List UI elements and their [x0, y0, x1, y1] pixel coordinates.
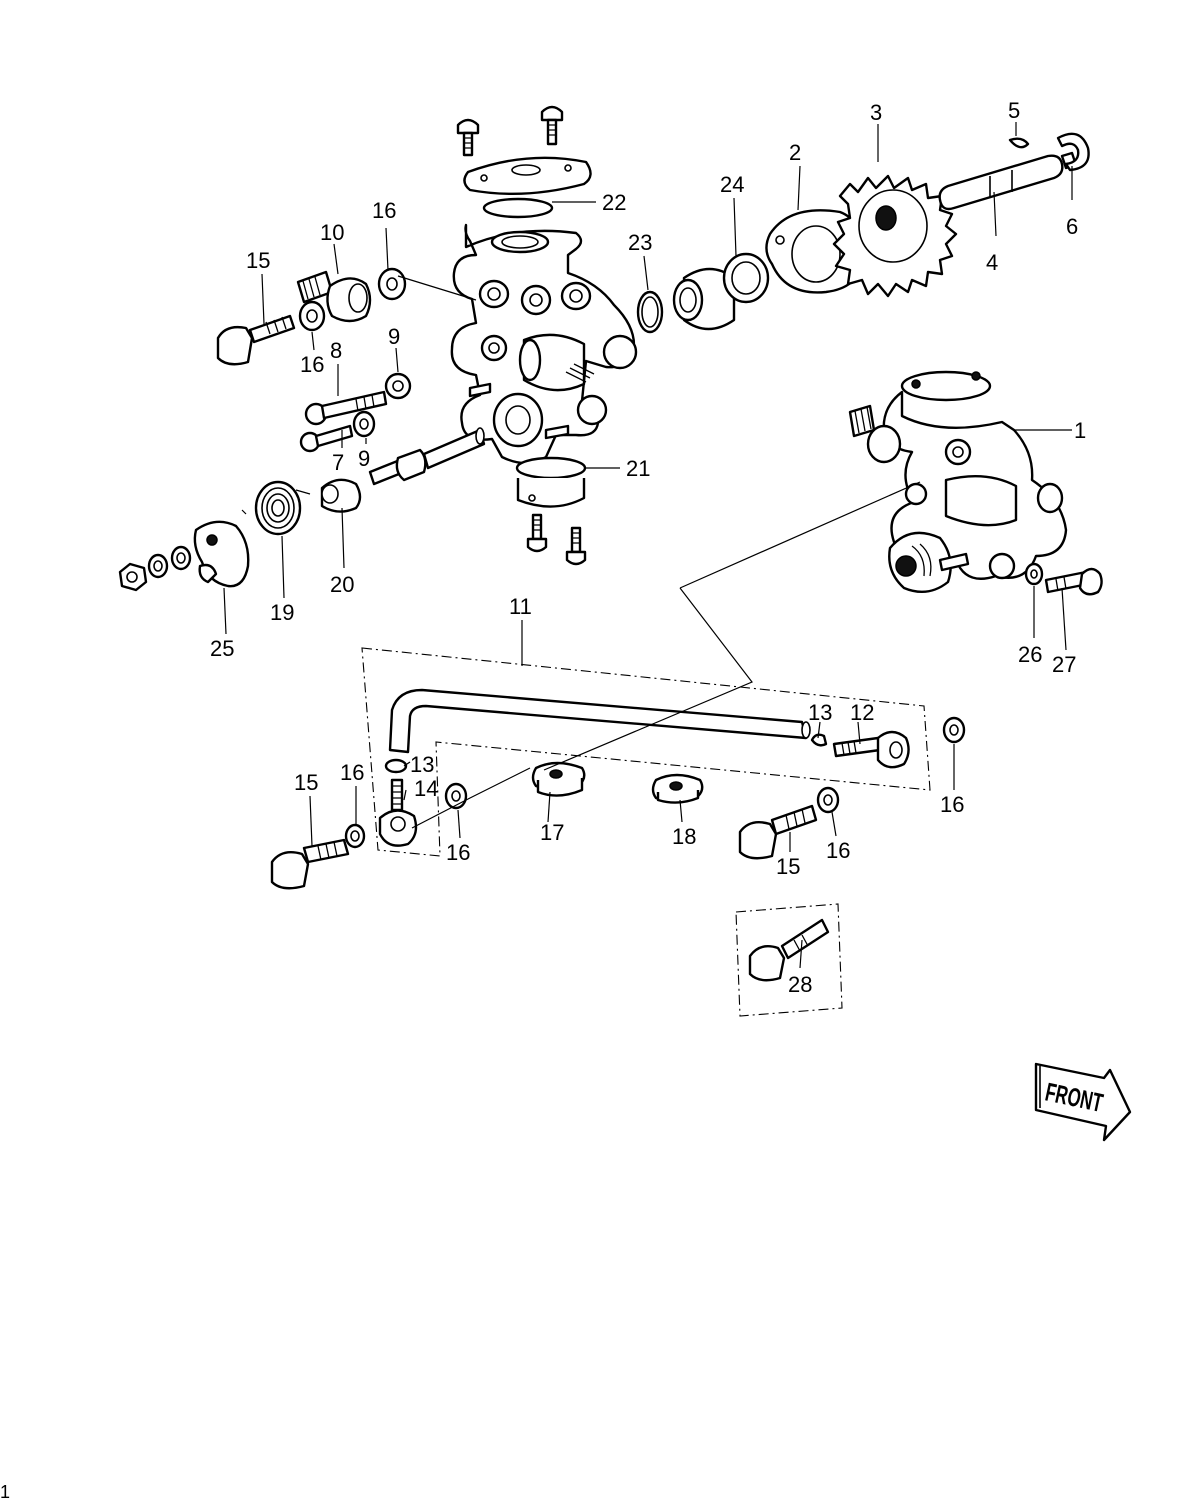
- callout-16-f: 16: [826, 838, 850, 863]
- nut-25: [118, 562, 148, 592]
- callout-26: 26: [1018, 642, 1042, 667]
- front-direction-arrow: FRONT: [1034, 1062, 1132, 1142]
- callout-27: 27: [1052, 652, 1076, 677]
- callout-21: 21: [626, 456, 650, 481]
- gasket-2: [765, 209, 864, 294]
- oil-seal-24: [672, 252, 770, 331]
- callout-15-right: 15: [776, 854, 800, 879]
- oil-hose-11: [388, 688, 811, 754]
- leader-lines: [223, 122, 1073, 969]
- callout-22: 22: [602, 190, 626, 215]
- callout-16-c: 16: [340, 760, 364, 785]
- callout-13-right: 13: [808, 700, 832, 725]
- callout-13-left: 13: [410, 752, 434, 777]
- banjo-fitting-14: [378, 778, 418, 847]
- bolt-15-left: [270, 838, 350, 890]
- pump-plunger-shaft: [368, 427, 486, 486]
- hose-kit-frame: [361, 647, 931, 857]
- banjo-fitting-12: [832, 730, 910, 769]
- bolt-15-right: [738, 804, 818, 860]
- bolt-8: [304, 390, 388, 426]
- callout-24: 24: [720, 172, 744, 197]
- bottom-screw-right: [565, 526, 587, 566]
- oil-pump-body: [450, 223, 638, 465]
- oil-pump-assembly-1: [848, 370, 1068, 594]
- callout-15-top: 15: [246, 248, 270, 273]
- top-screw-right: [540, 105, 564, 146]
- gear-3: [832, 174, 958, 298]
- spring-19: [241, 480, 311, 536]
- callout-5: 5: [1008, 98, 1020, 123]
- clip-13-right: [810, 733, 828, 747]
- callout-11: 11: [509, 594, 532, 619]
- callout-3: 3: [870, 100, 882, 125]
- callout-28: 28: [788, 972, 812, 997]
- circlip-6: [1056, 132, 1090, 172]
- callout-2: 2: [789, 140, 801, 165]
- callout-8: 8: [330, 338, 342, 363]
- bolt-27: [1044, 567, 1103, 596]
- pin-5: [1008, 137, 1030, 149]
- callout-16-d: 16: [446, 840, 470, 865]
- callout-6: 6: [1066, 214, 1078, 239]
- pump-cover-plate: [463, 156, 592, 196]
- callout-10: 10: [320, 220, 344, 245]
- o-ring-22: [482, 197, 554, 219]
- callout-17: 17: [540, 820, 564, 845]
- callout-19: 19: [270, 600, 294, 625]
- clamp-21: [515, 456, 587, 508]
- plate-17: [531, 761, 586, 797]
- callout-7: 7: [332, 450, 344, 475]
- callout-14: 14: [414, 776, 438, 801]
- callout-16-b: 16: [300, 352, 324, 377]
- callout-15-left: 15: [294, 770, 318, 795]
- callout-9b: 9: [358, 446, 370, 471]
- bolt-28: [748, 918, 830, 982]
- bolt-28-frame: [735, 903, 843, 1017]
- collar-20: [320, 478, 362, 513]
- callout-9a: 9: [388, 324, 400, 349]
- bolt-15-top: [216, 314, 296, 366]
- bottom-screw-left: [526, 513, 548, 553]
- callout-1: 1: [1074, 418, 1086, 443]
- callout-16-a: 16: [372, 198, 396, 223]
- callout-23: 23: [628, 230, 652, 255]
- callout-12: 12: [850, 700, 874, 725]
- lever-25: [193, 520, 250, 588]
- banjo-fitting-10: [296, 270, 372, 323]
- shaft-4: [938, 151, 1078, 211]
- plate-18: [651, 773, 704, 804]
- clip-13-left: [384, 758, 408, 774]
- callout-25: 25: [210, 636, 234, 661]
- callout-20: 20: [330, 572, 354, 597]
- callout-18: 18: [672, 824, 696, 849]
- callout-16-e: 16: [940, 792, 964, 817]
- callout-4: 4: [986, 250, 998, 275]
- callout-labels: 1 2 3 4 5 6 7 8 9 9 10 11 12 13 13 14 15…: [210, 98, 1086, 997]
- page-number: 1: [0, 1482, 10, 1501]
- screw-7: [299, 424, 354, 453]
- top-screw-left: [456, 118, 480, 157]
